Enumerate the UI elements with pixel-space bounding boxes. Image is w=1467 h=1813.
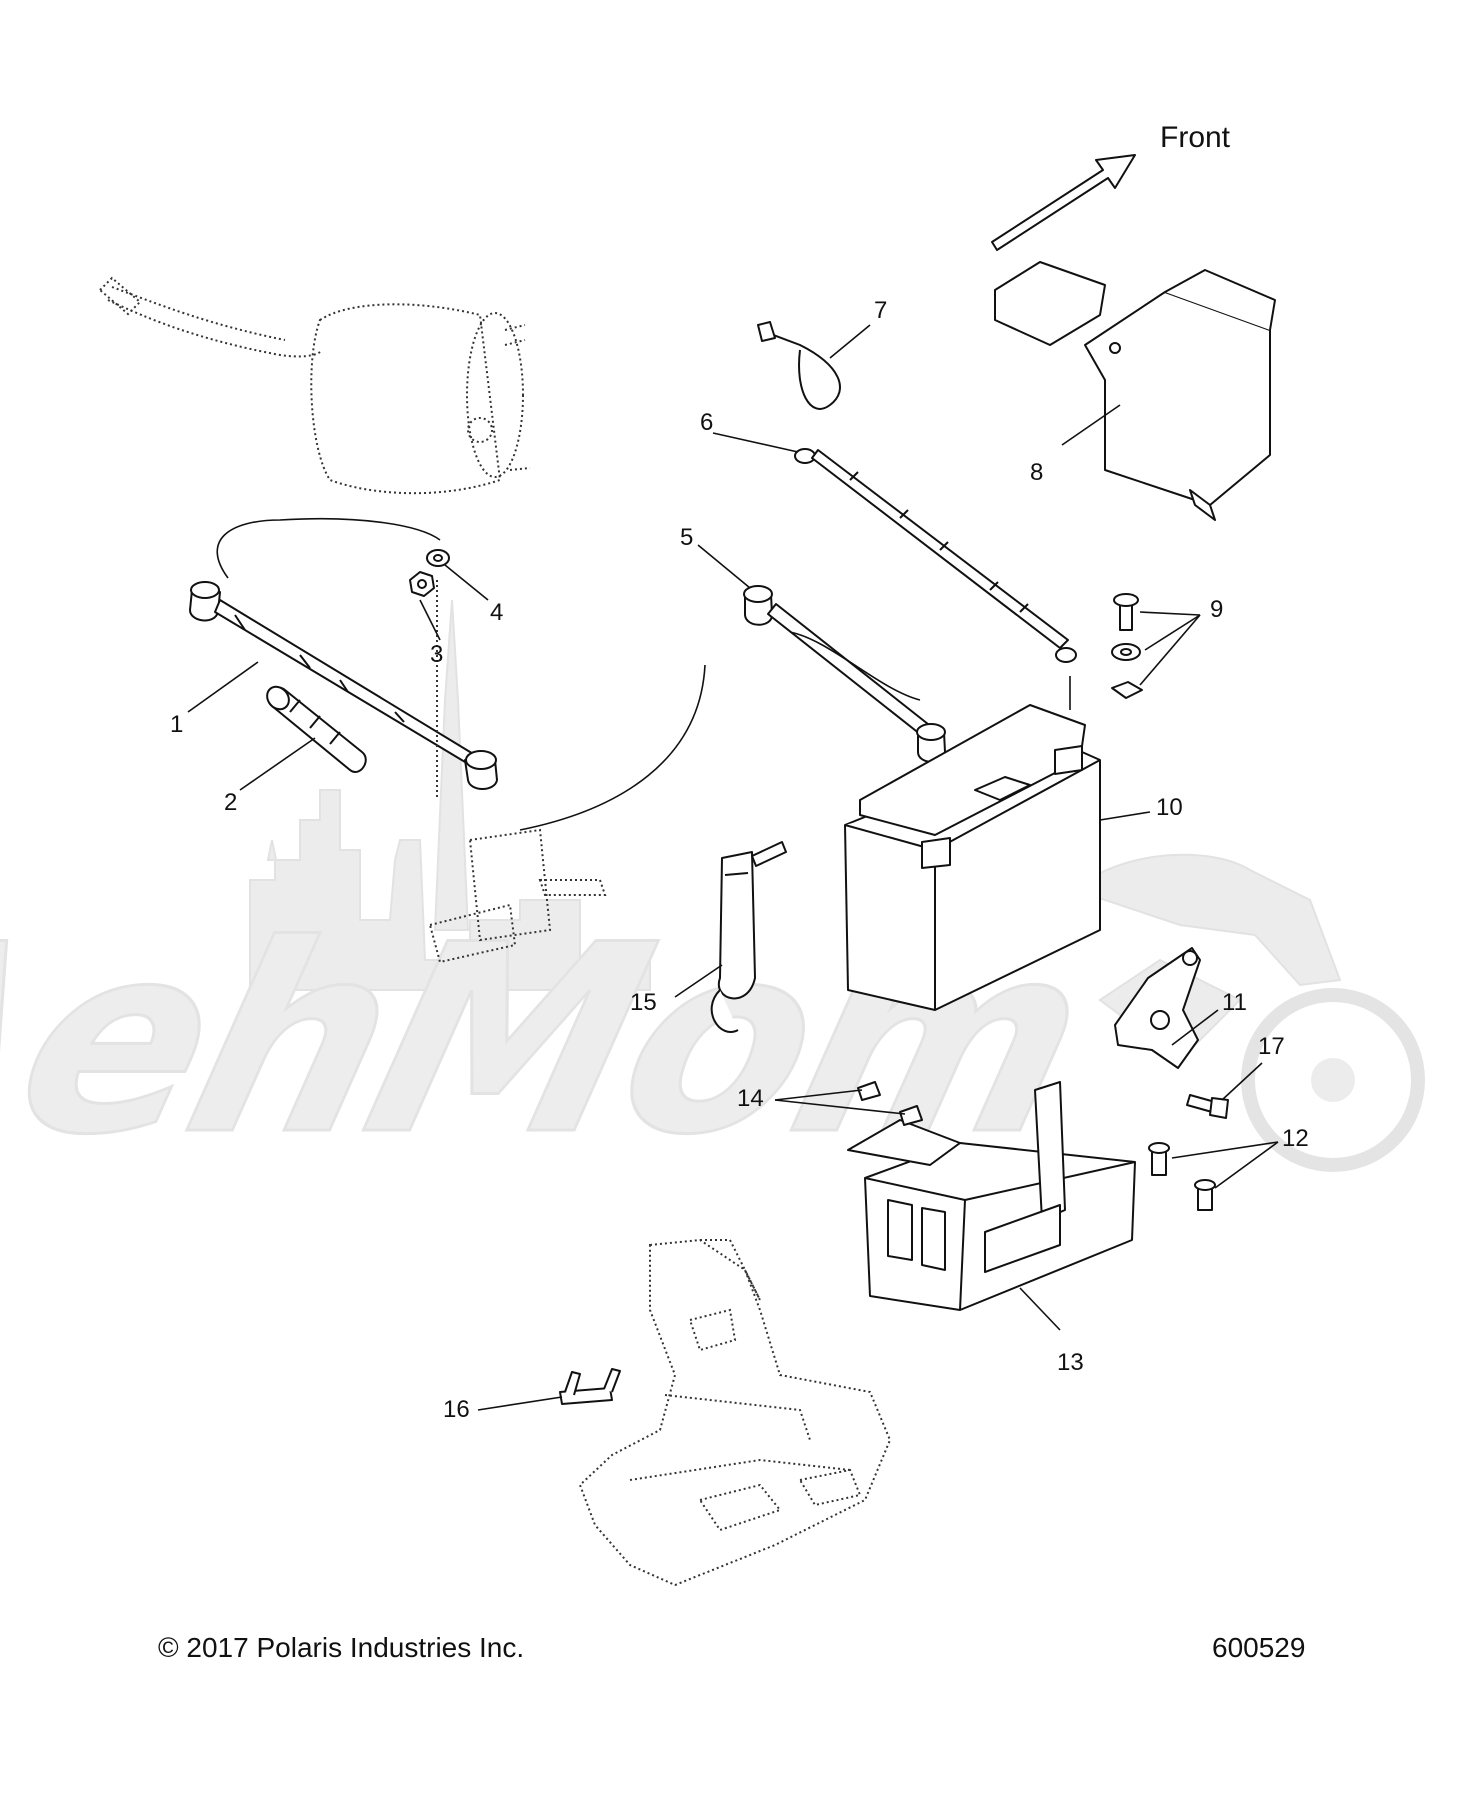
callout-6: 6 — [700, 409, 713, 436]
part-15-strap — [710, 841, 787, 1033]
part-17-screw — [1186, 1094, 1229, 1119]
callout-8: 8 — [1030, 459, 1043, 486]
part-16-clip — [559, 1368, 621, 1405]
part-7-tie — [757, 321, 841, 410]
callout-12: 12 — [1282, 1125, 1309, 1152]
part-5-cable — [743, 585, 946, 763]
front-label: Front — [1160, 121, 1231, 154]
callout-13: 13 — [1057, 1349, 1084, 1376]
callout-9: 9 — [1210, 596, 1223, 623]
part-1-cable — [189, 517, 498, 790]
part-4-washer — [426, 549, 450, 567]
callout-4: 4 — [490, 599, 503, 626]
part-14-clips — [857, 1081, 923, 1126]
callout-5: 5 — [680, 524, 693, 551]
callout-3: 3 — [430, 641, 443, 668]
part-8-cover — [994, 261, 1276, 521]
part-6-cable — [794, 448, 1077, 710]
callout-14: 14 — [737, 1085, 764, 1112]
callout-10: 10 — [1156, 794, 1183, 821]
copyright-text: © 2017 Polaris Industries Inc. — [158, 1632, 525, 1663]
part-11-bracket — [1114, 947, 1201, 1069]
callout-16: 16 — [443, 1396, 470, 1423]
skid-plate — [578, 1238, 892, 1587]
part-3-nut — [409, 571, 435, 597]
part-10-battery — [844, 704, 1101, 1011]
callout-7: 7 — [874, 297, 887, 324]
part-9-hardware — [1111, 593, 1143, 699]
callout-15: 15 — [630, 989, 657, 1016]
starter-motor — [98, 276, 531, 495]
callout-17: 17 — [1258, 1033, 1285, 1060]
diagram-number: 600529 — [1212, 1632, 1306, 1663]
part-2-boot — [266, 685, 367, 773]
callout-2: 2 — [224, 789, 237, 816]
part-12-screws — [1148, 1142, 1216, 1211]
starter-solenoid — [428, 580, 706, 964]
callout-11: 11 — [1222, 989, 1247, 1016]
part-13-battery-box — [847, 1081, 1136, 1311]
front-arrow-icon — [991, 154, 1136, 251]
callout-1: 1 — [170, 711, 183, 738]
leader-lines — [187, 324, 1279, 1411]
